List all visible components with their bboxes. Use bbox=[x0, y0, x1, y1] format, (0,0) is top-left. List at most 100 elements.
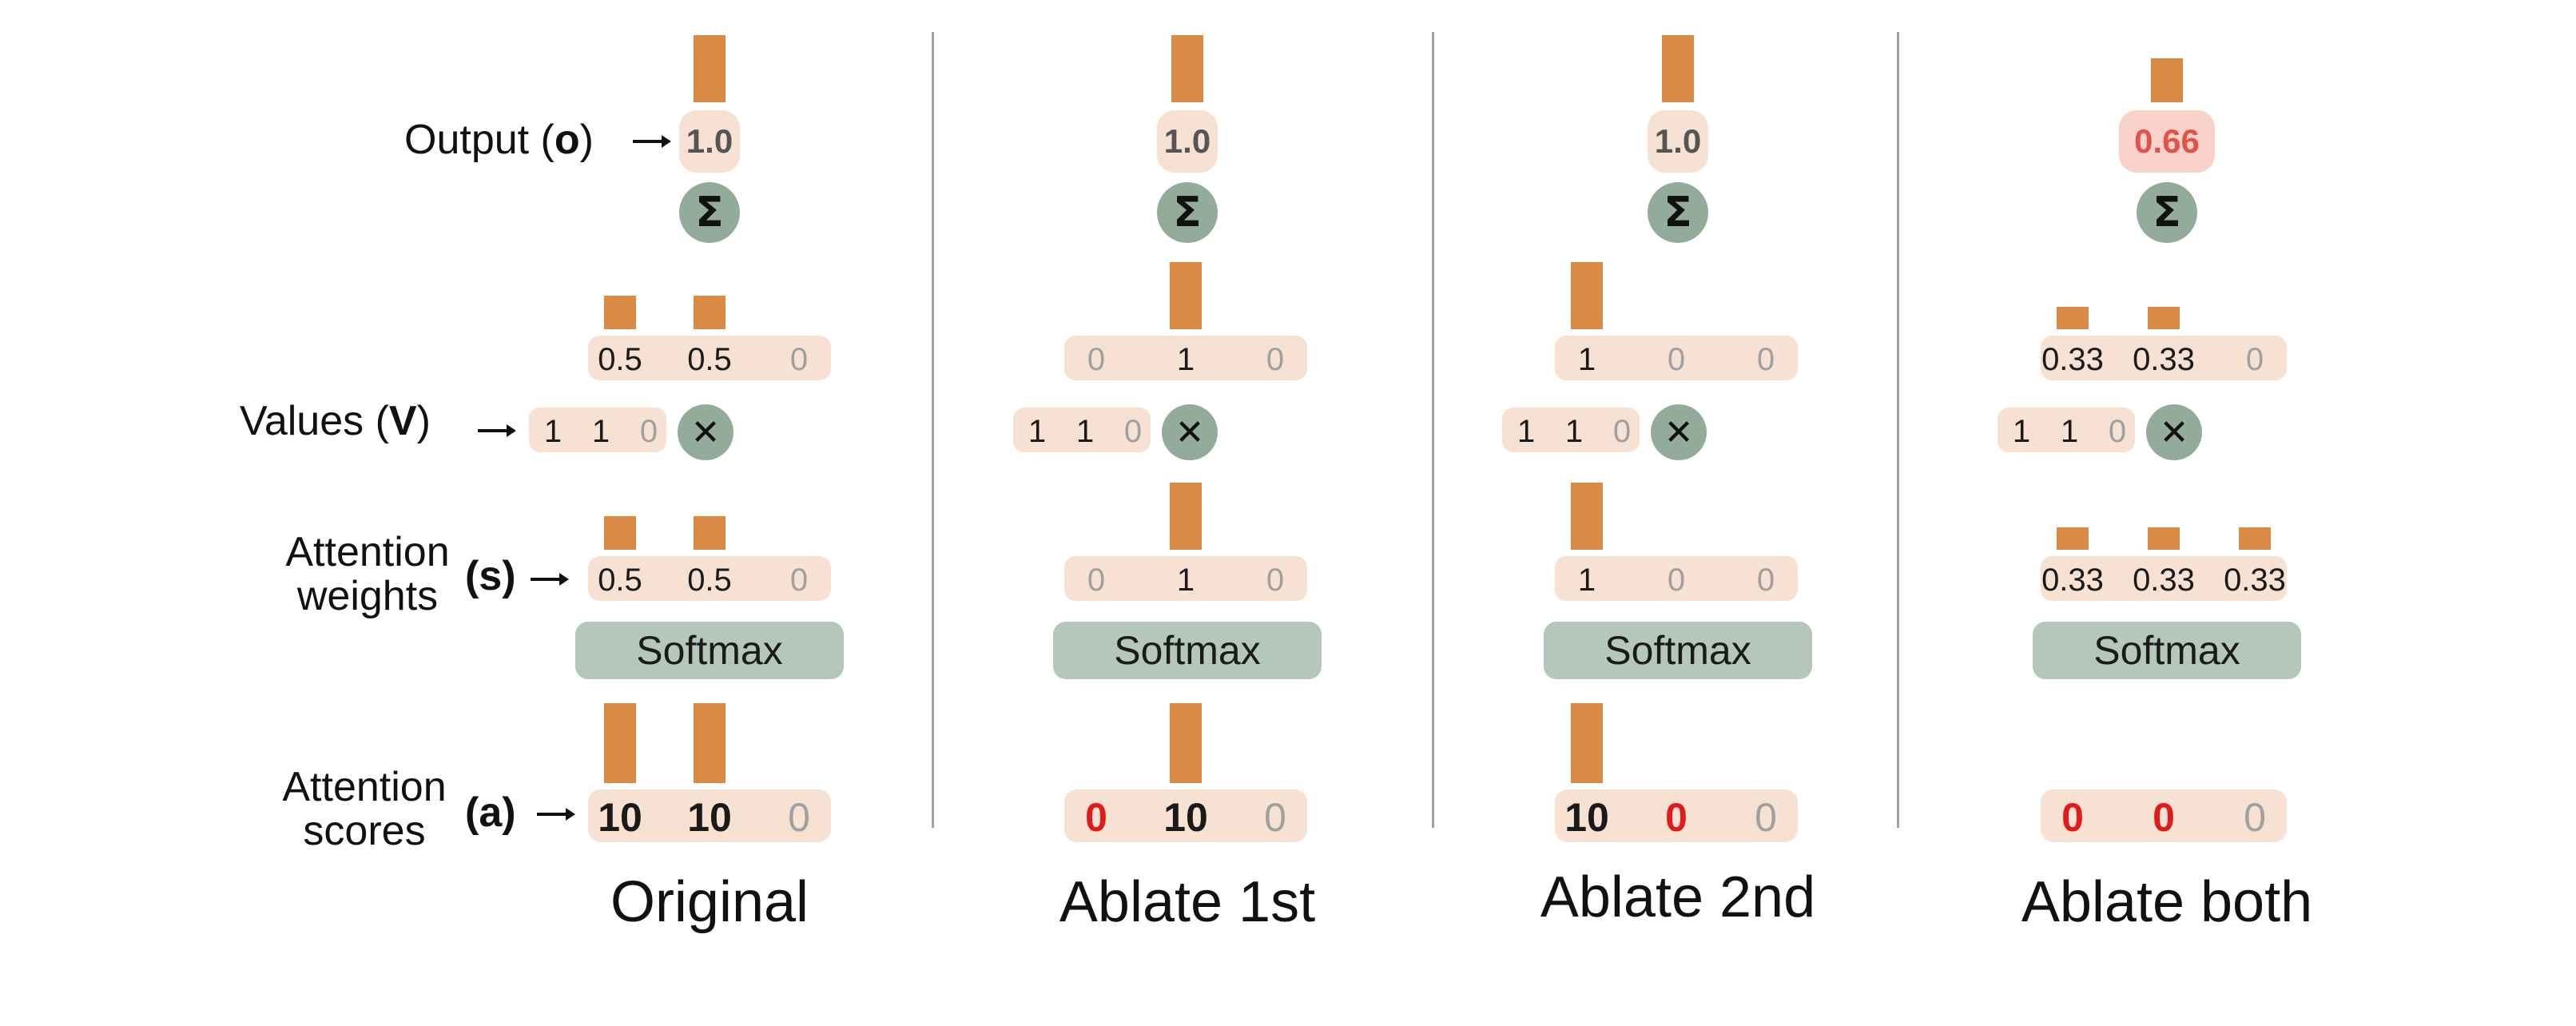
panel-2-scores-value-3: 0 bbox=[1264, 795, 1286, 840]
panel-1-weights-pill bbox=[588, 556, 831, 601]
panel-1-weights-bar-2 bbox=[694, 516, 725, 550]
label-attention-scores: Attention scores bbox=[282, 764, 447, 854]
panel-3-softmax-box: Softmax bbox=[1544, 622, 1812, 679]
panel-3-scores-pill bbox=[1555, 789, 1798, 842]
panel-3-values-1: 1 bbox=[1517, 414, 1536, 449]
panel-4-weights-value-2: 0.33 bbox=[2133, 563, 2195, 598]
panel-1-scores-value-1: 10 bbox=[598, 795, 642, 840]
panel-4-output-pill bbox=[2119, 110, 2215, 173]
arrow-output bbox=[631, 133, 673, 154]
panel-2-weights-value-2: 1 bbox=[1176, 563, 1195, 598]
panel-2-values-pill bbox=[1013, 408, 1151, 452]
panel-1-scores-value-3: 0 bbox=[788, 795, 810, 840]
panel-2-sum-icon: Σ bbox=[1157, 182, 1218, 243]
panel-1-weights-bar-1 bbox=[604, 516, 636, 550]
panel-3-multiply-icon: ✕ bbox=[1651, 404, 1707, 460]
panel-2-values-1: 1 bbox=[1028, 414, 1047, 449]
panel-3-scores-value-3: 0 bbox=[1755, 795, 1777, 840]
panel-2-scores-pill bbox=[1064, 789, 1307, 842]
panel-1-weights-value-2: 0.5 bbox=[687, 563, 732, 598]
panel-1-scores-bar-1 bbox=[604, 703, 636, 783]
panel-4-weighted-value-1: 0.33 bbox=[2041, 342, 2104, 377]
label-output: Output (o) bbox=[404, 117, 594, 163]
panel-4-scores-value-2: 0 bbox=[2153, 795, 2175, 840]
panel-3-weights-value-3: 0 bbox=[1756, 563, 1775, 598]
panel-1-output-bar bbox=[694, 35, 725, 102]
panel-3-weights-value-2: 0 bbox=[1667, 563, 1686, 598]
panel-2-weights-pill bbox=[1064, 556, 1307, 601]
panel-4-weights-bar-2 bbox=[2148, 527, 2180, 550]
label-attention-weights-sym: (s) bbox=[465, 553, 516, 599]
panel-2-scores-bar-2 bbox=[1170, 703, 1202, 783]
panel-1-weights-value-1: 0.5 bbox=[598, 563, 642, 598]
panel-2-weighted-value-1: 0 bbox=[1087, 342, 1106, 377]
panel-3-weighted-value-1: 1 bbox=[1577, 342, 1596, 377]
panel-2-weighted-value-2: 1 bbox=[1176, 342, 1195, 377]
panel-1-values-3: 0 bbox=[639, 414, 658, 449]
panel-1-output-pill bbox=[679, 110, 740, 173]
panel-3-weighted-value-2: 0 bbox=[1667, 342, 1686, 377]
arrow-values bbox=[476, 422, 518, 443]
label-attention-weights: Attention weights bbox=[285, 529, 450, 619]
panel-1-weighted-value-3: 0 bbox=[789, 342, 809, 377]
panel-1-multiply-icon: ✕ bbox=[678, 404, 733, 460]
panel-4-weighted-bar-1 bbox=[2057, 307, 2089, 329]
panel-4-values-3: 0 bbox=[2108, 414, 2127, 449]
panel-3-weights-pill bbox=[1555, 556, 1798, 601]
arrow-attention-scores bbox=[535, 805, 577, 827]
panel-2-weights-value-3: 0 bbox=[1266, 563, 1285, 598]
panel-4-weights-bar-3 bbox=[2239, 527, 2271, 550]
panel-2-weights-value-1: 0 bbox=[1087, 563, 1106, 598]
panel-1-values-1: 1 bbox=[543, 414, 563, 449]
panel-2-values-3: 0 bbox=[1123, 414, 1143, 449]
panel-1-output-value: 1.0 bbox=[686, 122, 733, 160]
divider-1 bbox=[932, 32, 934, 828]
panel-3-weights-value-1: 1 bbox=[1577, 563, 1596, 598]
panel-2-softmax-box: Softmax bbox=[1053, 622, 1322, 679]
panel-1-weights-value-3: 0 bbox=[789, 563, 809, 598]
panel-4-weighted-bar-2 bbox=[2148, 307, 2180, 329]
panel-2-multiply-icon: ✕ bbox=[1162, 404, 1218, 460]
panel-2-weighted-bar-2 bbox=[1170, 262, 1202, 329]
panel-3-weighted-pill bbox=[1555, 336, 1798, 380]
panel-4-output-bar bbox=[2151, 58, 2183, 102]
panel-3-output-bar bbox=[1662, 35, 1694, 102]
panel-2-output-bar bbox=[1171, 35, 1203, 102]
panel-4-weights-bar-1 bbox=[2057, 527, 2089, 550]
panel-1-scores-bar-2 bbox=[694, 703, 725, 783]
panel-4-weighted-value-3: 0 bbox=[2245, 342, 2264, 377]
panel-1-values-2: 1 bbox=[591, 414, 610, 449]
panel-1-scores-value-2: 10 bbox=[687, 795, 732, 840]
panel-1-weighted-value-1: 0.5 bbox=[598, 342, 642, 377]
label-attention-scores-sym: (a) bbox=[465, 789, 516, 836]
panel-3-values-3: 0 bbox=[1612, 414, 1632, 449]
panel-2-output-pill bbox=[1157, 110, 1218, 173]
panel-4-values-1: 1 bbox=[2012, 414, 2031, 449]
divider-3 bbox=[1897, 32, 1899, 828]
panel-4-weights-value-1: 0.33 bbox=[2041, 563, 2104, 598]
panel-3-weighted-value-3: 0 bbox=[1756, 342, 1775, 377]
panel-1-title: Original bbox=[610, 870, 809, 934]
panel-3-sum-icon: Σ bbox=[1648, 182, 1708, 243]
panel-4-multiply-icon: ✕ bbox=[2146, 404, 2202, 460]
panel-1-softmax-box: Softmax bbox=[575, 622, 844, 679]
panel-3-values-pill bbox=[1502, 408, 1640, 452]
panel-4-weights-pill bbox=[2041, 556, 2287, 601]
arrow-attention-weights bbox=[529, 571, 570, 592]
panel-4-output-value: 0.66 bbox=[2134, 122, 2200, 160]
panel-1-weighted-value-2: 0.5 bbox=[687, 342, 732, 377]
panel-1-scores-pill bbox=[588, 789, 831, 842]
panel-4-values-2: 1 bbox=[2060, 414, 2079, 449]
panel-2-output-value: 1.0 bbox=[1163, 122, 1211, 160]
panel-4-weighted-pill bbox=[2041, 336, 2287, 380]
panel-4-title: Ablate both bbox=[2021, 870, 2313, 934]
panel-3-scores-value-2: 0 bbox=[1665, 795, 1688, 840]
panel-2-values-2: 1 bbox=[1075, 414, 1095, 449]
panel-4-values-pill bbox=[1998, 408, 2135, 452]
panel-2-weights-bar-2 bbox=[1170, 483, 1202, 550]
panel-2-title: Ablate 1st bbox=[1059, 870, 1316, 934]
panel-4-scores-pill bbox=[2041, 789, 2287, 842]
panel-3-weights-bar-1 bbox=[1571, 483, 1603, 550]
panel-4-scores-value-3: 0 bbox=[2244, 795, 2266, 840]
